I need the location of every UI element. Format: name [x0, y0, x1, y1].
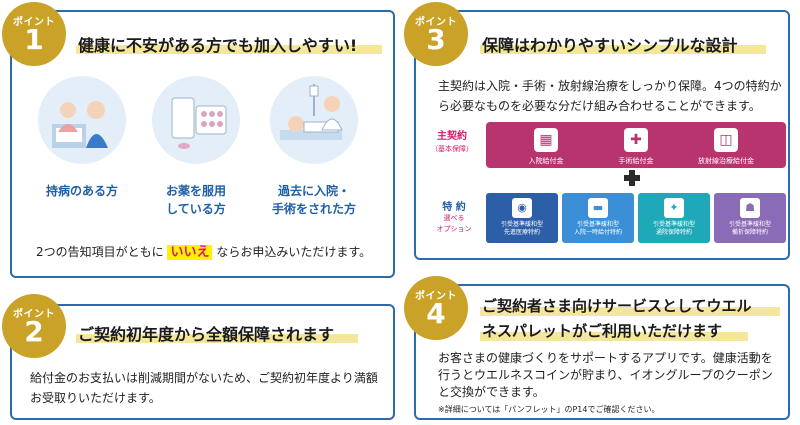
point1-title-highlight	[76, 45, 382, 54]
hospital-icon: ▦	[534, 128, 558, 152]
point1-footer: 2つの告知項目がともに いいえ ならお申込みいただけます。	[36, 245, 372, 260]
point2-title-highlight	[76, 334, 358, 343]
point4-note: ※詳細については「パンフレット」のP14でご確認ください。	[438, 405, 660, 414]
point3-badge-number: 3	[426, 23, 446, 56]
point2-card	[10, 304, 395, 420]
point2-text: 給付金のお支払いは削減期間がないため、ご契約初年度より満額お受取りいただけます。	[30, 371, 378, 405]
scanner-icon: ◉	[512, 198, 532, 218]
rider-outpatient: ✦ 引受基準緩和型 通院保障特約	[638, 193, 710, 243]
point2-badge-number: 2	[24, 315, 44, 348]
point2-badge-label: ポイント	[13, 309, 55, 320]
illustration-chronic-illness	[38, 76, 126, 164]
point4-title: ご契約者さま向けサービスとしてウエル ネスパレットがご利用いただけます	[482, 297, 752, 340]
point4-text: お客さまの健康づくりをサポートするアプリです。健康活動を行うとウエルネスコインが…	[438, 350, 784, 418]
point1-badge-label: ポイント	[13, 17, 55, 28]
radiation-machine-icon: ◫	[714, 128, 738, 152]
doctor-icon: ✚	[624, 128, 648, 152]
point3-text: 主契約は入院・手術・放射線治療をしっかり保障。4つの特約から必要なものを必要な分…	[438, 79, 782, 113]
point4-badge-number: 4	[426, 297, 446, 330]
point1-title: 健康に不安がある方でも加入しやすい!	[78, 36, 358, 55]
point3-badge-label: ポイント	[415, 17, 457, 28]
caption-medication: お薬を服用 している方	[165, 184, 226, 216]
rider-fracture: ☗ 引受基準緩和型 備折保障特約	[714, 193, 786, 243]
main-plan-label: 主契約 （基本保障）	[431, 131, 473, 153]
injured-person-icon: ☗	[740, 198, 760, 218]
point4-card	[414, 284, 790, 420]
main-item-hospitalization: ▦ 入院給付金	[491, 128, 601, 166]
point3-title-highlight	[480, 45, 766, 54]
walking-person-icon: ✦	[664, 198, 684, 218]
main-item-radiation: ◫ 放射線治療給付金	[671, 128, 781, 166]
point3-title: 保障はわかりやすいシンプルな設計	[482, 36, 738, 55]
caption-chronic-illness: 持病のある方	[45, 184, 118, 198]
point4-badge: ポイント 4	[404, 276, 468, 340]
bed-icon: ▬	[588, 198, 608, 218]
no-highlight: いいえ	[167, 245, 213, 260]
point1-badge: ポイント 1	[2, 2, 66, 66]
point2-badge: ポイント 2	[2, 294, 66, 358]
caption-hospitalization: 過去に入院・ 手術をされた方	[271, 184, 356, 216]
point1-badge-number: 1	[24, 23, 44, 56]
main-item-surgery: ✚ 手術給付金	[581, 128, 691, 166]
rider-hospital-lumpsum: ▬ 引受基準緩和型 入院一時給付特約	[562, 193, 634, 243]
point4-badge-label: ポイント	[415, 291, 457, 302]
main-plan-box: ▦ 入院給付金 ✚ 手術給付金 ◫ 放射線治療給付金	[486, 122, 786, 168]
plus-icon	[624, 170, 640, 186]
point3-badge: ポイント 3	[404, 2, 468, 66]
rider-advanced-medical: ◉ 引受基準緩和型 先進医療特約	[486, 193, 558, 243]
illustration-hospitalization	[270, 76, 358, 164]
point2-title: ご契約初年度から全額保障されます	[78, 325, 335, 344]
illustration-medication	[152, 76, 240, 164]
point4-title-highlight-1	[480, 307, 780, 316]
point4-title-highlight-2	[480, 332, 748, 341]
rider-label: 特 約 選べる オプション	[436, 202, 472, 233]
